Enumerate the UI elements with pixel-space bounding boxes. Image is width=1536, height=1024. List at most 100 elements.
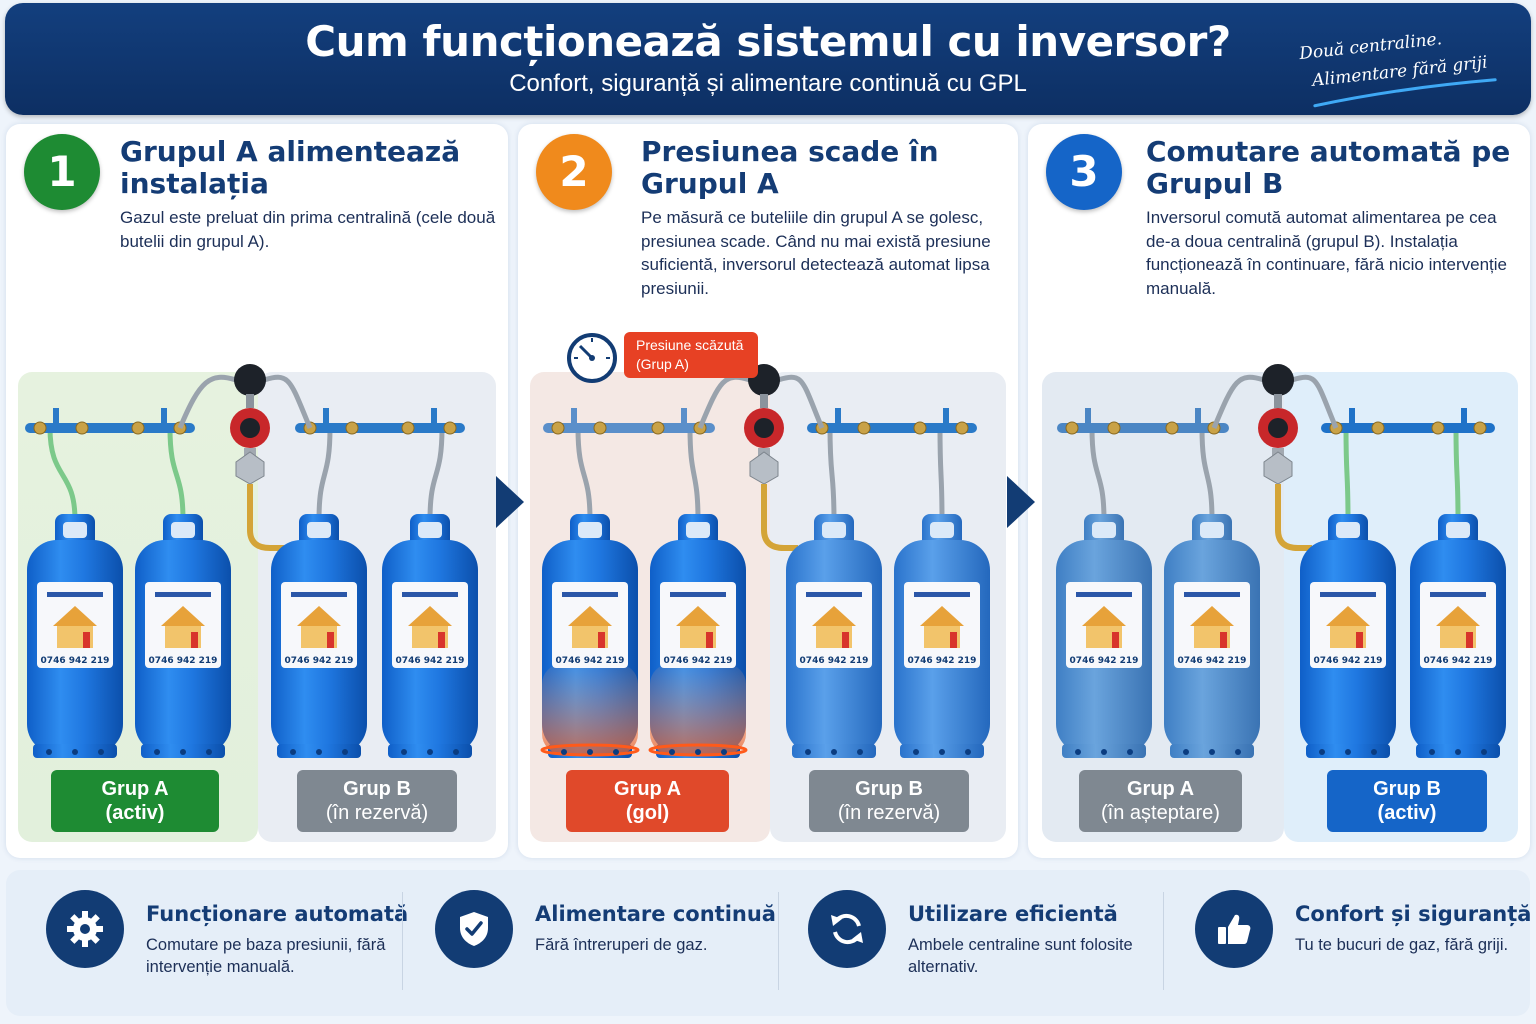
feature-automatic: Funcționare automată Comutare pe baza pr… — [46, 890, 408, 990]
step-title: Presiunea scade în Grupul A — [641, 135, 939, 200]
empty-level-glow — [542, 664, 638, 754]
base-hole — [342, 749, 348, 755]
regulator-hose — [263, 374, 313, 429]
group-b-status-chip: Grup B (în rezervă) — [809, 770, 969, 832]
base-hole — [965, 749, 971, 755]
mini-cylinder-icon — [950, 632, 957, 648]
group-status: (gol) — [625, 802, 670, 824]
pressure-gauge-icon — [567, 333, 617, 383]
mini-cylinder-icon — [1112, 632, 1119, 648]
logo-text-bar — [47, 592, 103, 597]
divider — [778, 892, 779, 990]
base-hole — [290, 749, 296, 755]
feature-text: Ambele centraline sunt folosite alternat… — [908, 936, 1133, 976]
manifold-bracket — [943, 408, 949, 428]
base-hole — [613, 749, 619, 755]
empty-level-glow — [650, 664, 746, 754]
cylinder-phone-text: 0746 942 219 — [1070, 656, 1139, 666]
group-status: (în așteptare) — [1101, 802, 1220, 824]
flex-hose — [427, 427, 445, 521]
base-hole — [154, 749, 160, 755]
cylinder-handle-hole — [578, 522, 602, 538]
cylinder-handle-hole — [1446, 522, 1470, 538]
logo-text-bar — [914, 592, 970, 597]
next-step-arrow-icon — [1007, 476, 1035, 528]
group-status: (în rezervă) — [325, 802, 429, 824]
mini-cylinder-icon — [1466, 632, 1473, 648]
cylinder-handle-hole — [1336, 522, 1360, 538]
step-number-badge: 1 — [24, 134, 100, 210]
feature-continuous: Alimentare continuă Fără întreruperi de … — [435, 890, 795, 990]
group-a-status-chip: Grup A (gol) — [566, 770, 729, 832]
manifold-bracket — [431, 408, 437, 428]
flex-hose — [575, 427, 593, 521]
step-description: Gazul este preluat din prima centralină … — [120, 208, 496, 251]
flex-hose — [687, 427, 701, 521]
base-hole — [98, 749, 104, 755]
group-status: (în rezervă) — [837, 802, 941, 824]
base-hole — [1101, 749, 1107, 755]
base-hole — [206, 749, 212, 755]
page-subtitle: Confort, siguranță și alimentare continu… — [509, 70, 1027, 97]
step-number-badge: 2 — [536, 134, 612, 210]
house-roof-icon — [297, 606, 341, 626]
base-hole — [401, 749, 407, 755]
logo-text-bar — [291, 592, 347, 597]
manifold-bracket — [1195, 408, 1201, 428]
flex-hose — [937, 427, 945, 521]
feature-text: Tu te bucuri de gaz, fără griji. — [1295, 936, 1509, 954]
base-hole — [939, 749, 945, 755]
manifold-bracket — [1461, 408, 1467, 428]
mini-cylinder-icon — [191, 632, 198, 648]
logo-text-bar — [402, 592, 458, 597]
house-roof-icon — [1190, 606, 1234, 626]
feature-title: Funcționare automată — [146, 902, 409, 926]
feature-comfort: Confort și siguranță Tu te bucuri de gaz… — [1195, 890, 1531, 990]
step-title: Grupul A alimentează instalația — [120, 135, 461, 200]
mini-cylinder-icon — [1356, 632, 1363, 648]
logo-text-bar — [1320, 592, 1376, 597]
cylinder-phone-text: 0746 942 219 — [285, 656, 354, 666]
manifold-bracket — [681, 408, 687, 428]
inverter-stem — [760, 394, 768, 408]
mini-cylinder-icon — [438, 632, 445, 648]
regulator-hose — [777, 374, 825, 429]
outlet-nut-icon — [749, 451, 779, 485]
cylinder-phone-text: 0746 942 219 — [1178, 656, 1247, 666]
brass-valve-icon — [1107, 421, 1121, 435]
logo-text-bar — [806, 592, 862, 597]
base-hole — [1209, 749, 1215, 755]
brass-valve-icon — [651, 421, 665, 435]
gear-icon — [46, 890, 124, 968]
shield-check-icon — [435, 890, 513, 968]
group-a-status-chip: Grup A (în așteptare) — [1079, 770, 1242, 832]
mini-cylinder-icon — [83, 632, 90, 648]
cylinder-handle-hole — [307, 522, 331, 538]
inverter-knob-icon — [1262, 364, 1294, 396]
divider — [1163, 892, 1164, 990]
brass-valve-icon — [33, 421, 47, 435]
manifold-bracket — [323, 408, 329, 428]
base-hole — [72, 749, 78, 755]
group-name: Grup A — [1126, 778, 1195, 800]
group-a-status-chip: Grup A (activ) — [51, 770, 219, 832]
flex-hose — [1199, 427, 1215, 521]
house-roof-icon — [53, 606, 97, 626]
base-hole — [913, 749, 919, 755]
flex-hose — [827, 427, 837, 521]
feature-text: Comutare pe baza presiunii, fără interve… — [146, 936, 386, 976]
base-hole — [1127, 749, 1133, 755]
base-hole — [721, 749, 727, 755]
flex-hose — [1089, 427, 1107, 521]
outlet-nut-icon — [235, 451, 265, 485]
cylinder-handle-hole — [63, 522, 87, 538]
brass-valve-icon — [1065, 421, 1079, 435]
regulator-center — [1268, 418, 1288, 438]
alert-line-2: (Grup A) — [636, 356, 689, 372]
group-status: (activ) — [1377, 802, 1437, 824]
mini-cylinder-icon — [1220, 632, 1227, 648]
base-hole — [427, 749, 433, 755]
brass-valve-icon — [913, 421, 927, 435]
brass-valve-icon — [1165, 421, 1179, 435]
cylinder-phone-text: 0746 942 219 — [1424, 656, 1493, 666]
